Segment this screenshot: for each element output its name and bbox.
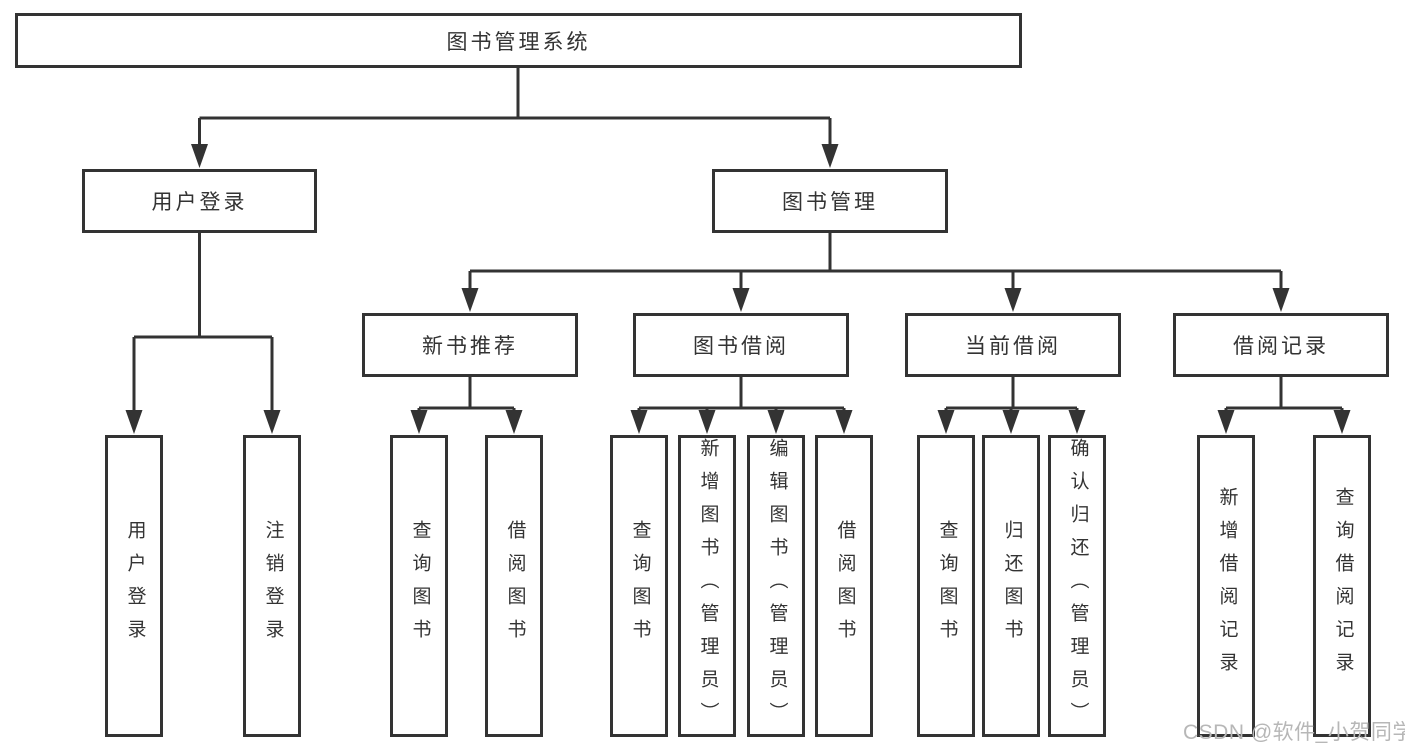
- leaf-query-borrow-record: 查询借阅记录: [1313, 435, 1371, 737]
- arrowhead-icon: [1002, 410, 1020, 434]
- leaf-confirm-return-admin: 确认归还（管理员）: [1048, 435, 1106, 737]
- leaf-add-borrow-record: 新增借阅记录: [1197, 435, 1255, 737]
- leaf-query-books-recommend: 查询图书: [390, 435, 448, 737]
- leaf-borrow-books: 借阅图书: [815, 435, 873, 737]
- leaf-add-borrow-record-label: 新增借阅记录: [1216, 487, 1238, 685]
- arrowhead-icon: [835, 410, 853, 434]
- arrowhead-icon: [630, 410, 648, 434]
- node-user-login-label: 用户登录: [151, 191, 248, 214]
- arrowhead-icon: [732, 288, 750, 312]
- leaf-add-books-admin-label: 新增图书（管理员）: [697, 438, 719, 735]
- arrowhead-icon: [698, 410, 716, 434]
- arrowhead-icon: [767, 410, 785, 434]
- node-new-book-recommend: 新书推荐: [362, 313, 578, 377]
- leaf-edit-books-admin: 编辑图书（管理员）: [747, 435, 805, 737]
- arrowhead-icon: [410, 410, 428, 434]
- leaf-add-books-admin: 新增图书（管理员）: [678, 435, 736, 737]
- leaf-user-login: 用户登录: [105, 435, 163, 737]
- leaf-borrow-books-recommend-label: 借阅图书: [504, 520, 526, 652]
- node-book-borrow-label: 图书借阅: [693, 335, 789, 358]
- arrowhead-icon: [461, 288, 479, 312]
- leaf-user-login-label: 用户登录: [124, 520, 146, 652]
- arrowhead-icon: [1068, 410, 1086, 434]
- leaf-query-books-recommend-label: 查询图书: [409, 520, 431, 652]
- arrowhead-icon: [125, 410, 143, 434]
- arrowhead-icon: [1004, 288, 1022, 312]
- leaf-query-books-borrow-label: 查询图书: [629, 520, 651, 652]
- leaf-query-books-borrow: 查询图书: [610, 435, 668, 737]
- leaf-query-borrow-record-label: 查询借阅记录: [1332, 487, 1354, 685]
- node-book-borrow: 图书借阅: [633, 313, 849, 377]
- arrowhead-icon: [821, 144, 839, 168]
- leaf-logout: 注销登录: [243, 435, 301, 737]
- node-user-login: 用户登录: [82, 169, 317, 233]
- node-book-management-label: 图书管理: [782, 191, 878, 214]
- arrowhead-icon: [937, 410, 955, 434]
- arrowhead-icon: [1217, 410, 1235, 434]
- arrowhead-icon: [505, 410, 523, 434]
- leaf-borrow-books-recommend: 借阅图书: [485, 435, 543, 737]
- node-library-system-label: 图书管理系统: [446, 30, 591, 54]
- leaf-return-books-label: 归还图书: [1001, 520, 1023, 652]
- node-current-borrow-label: 当前借阅: [965, 335, 1061, 358]
- node-new-book-recommend-label: 新书推荐: [422, 335, 518, 358]
- arrowhead-icon: [191, 144, 208, 168]
- watermark: CSDN @软件_小贺同学: [1183, 721, 1405, 744]
- arrowhead-icon: [263, 410, 281, 434]
- leaf-logout-label: 注销登录: [262, 520, 284, 652]
- leaf-query-books-current-label: 查询图书: [936, 520, 958, 652]
- leaf-confirm-return-admin-label: 确认归还（管理员）: [1067, 438, 1089, 735]
- node-library-system: 图书管理系统: [15, 13, 1022, 68]
- leaf-return-books: 归还图书: [982, 435, 1040, 737]
- arrowhead-icon: [1333, 410, 1351, 434]
- leaf-edit-books-admin-label: 编辑图书（管理员）: [766, 438, 788, 735]
- arrowhead-icon: [1272, 288, 1290, 312]
- node-book-management: 图书管理: [712, 169, 948, 233]
- node-borrow-records-label: 借阅记录: [1233, 335, 1329, 358]
- node-borrow-records: 借阅记录: [1173, 313, 1389, 377]
- leaf-query-books-current: 查询图书: [917, 435, 975, 737]
- node-current-borrow: 当前借阅: [905, 313, 1121, 377]
- leaf-borrow-books-label: 借阅图书: [834, 520, 856, 652]
